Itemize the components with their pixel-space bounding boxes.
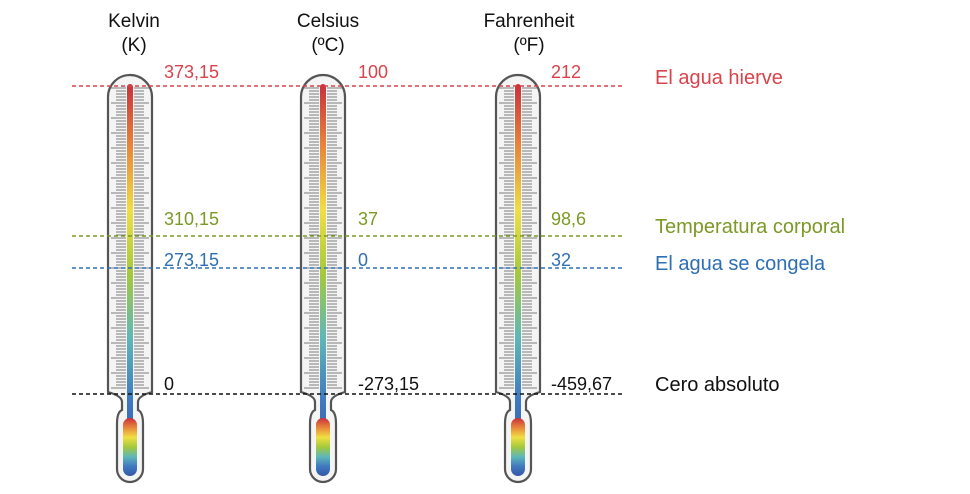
boiling-point-label: El agua hierve bbox=[655, 67, 783, 89]
fahrenheit-body-value: 98,6 bbox=[551, 209, 587, 229]
scale-header-fahrenheit: Fahrenheit (ºF) bbox=[449, 10, 609, 58]
mercury-column bbox=[320, 84, 326, 464]
fahrenheit-freezing-value: 32 bbox=[551, 250, 572, 270]
absolute-zero-label: Cero absoluto bbox=[655, 374, 780, 396]
scale-unit: (K) bbox=[121, 35, 147, 56]
celsius-freezing-value: 0 bbox=[358, 250, 369, 270]
kelvin-thermometer bbox=[106, 73, 154, 484]
fahrenheit-absolute-zero-value: -459,67 bbox=[551, 374, 613, 394]
scale-header-celsius: Celsius (ºC) bbox=[248, 10, 408, 58]
kelvin-absolute-zero-value: 0 bbox=[164, 374, 175, 394]
celsius-thermometer bbox=[299, 73, 347, 484]
fahrenheit-boiling-value: 212 bbox=[551, 62, 582, 82]
mercury-column bbox=[127, 84, 133, 464]
thermometer-bulb bbox=[316, 418, 330, 476]
scale-name: Fahrenheit bbox=[483, 11, 575, 32]
scale-unit: (ºC) bbox=[311, 35, 345, 56]
mercury-column bbox=[515, 84, 521, 464]
celsius-boiling-value: 100 bbox=[358, 62, 389, 82]
kelvin-body-value: 310,15 bbox=[164, 209, 220, 229]
scale-name: Celsius bbox=[296, 11, 360, 32]
celsius-body-value: 37 bbox=[358, 209, 379, 229]
thermometer-bulb bbox=[511, 418, 525, 476]
scale-header-kelvin: Kelvin (K) bbox=[54, 10, 214, 58]
body-temperature-label: Temperatura corporal bbox=[655, 216, 846, 238]
celsius-absolute-zero-value: -273,15 bbox=[358, 374, 420, 394]
kelvin-boiling-value: 373,15 bbox=[164, 62, 220, 82]
freezing-point-label: El agua se congela bbox=[655, 253, 826, 275]
thermometer-bulb bbox=[123, 418, 137, 476]
scale-unit: (ºF) bbox=[513, 35, 545, 56]
fahrenheit-thermometer bbox=[494, 73, 542, 484]
kelvin-freezing-value: 273,15 bbox=[164, 250, 220, 270]
scale-name: Kelvin bbox=[108, 11, 160, 32]
